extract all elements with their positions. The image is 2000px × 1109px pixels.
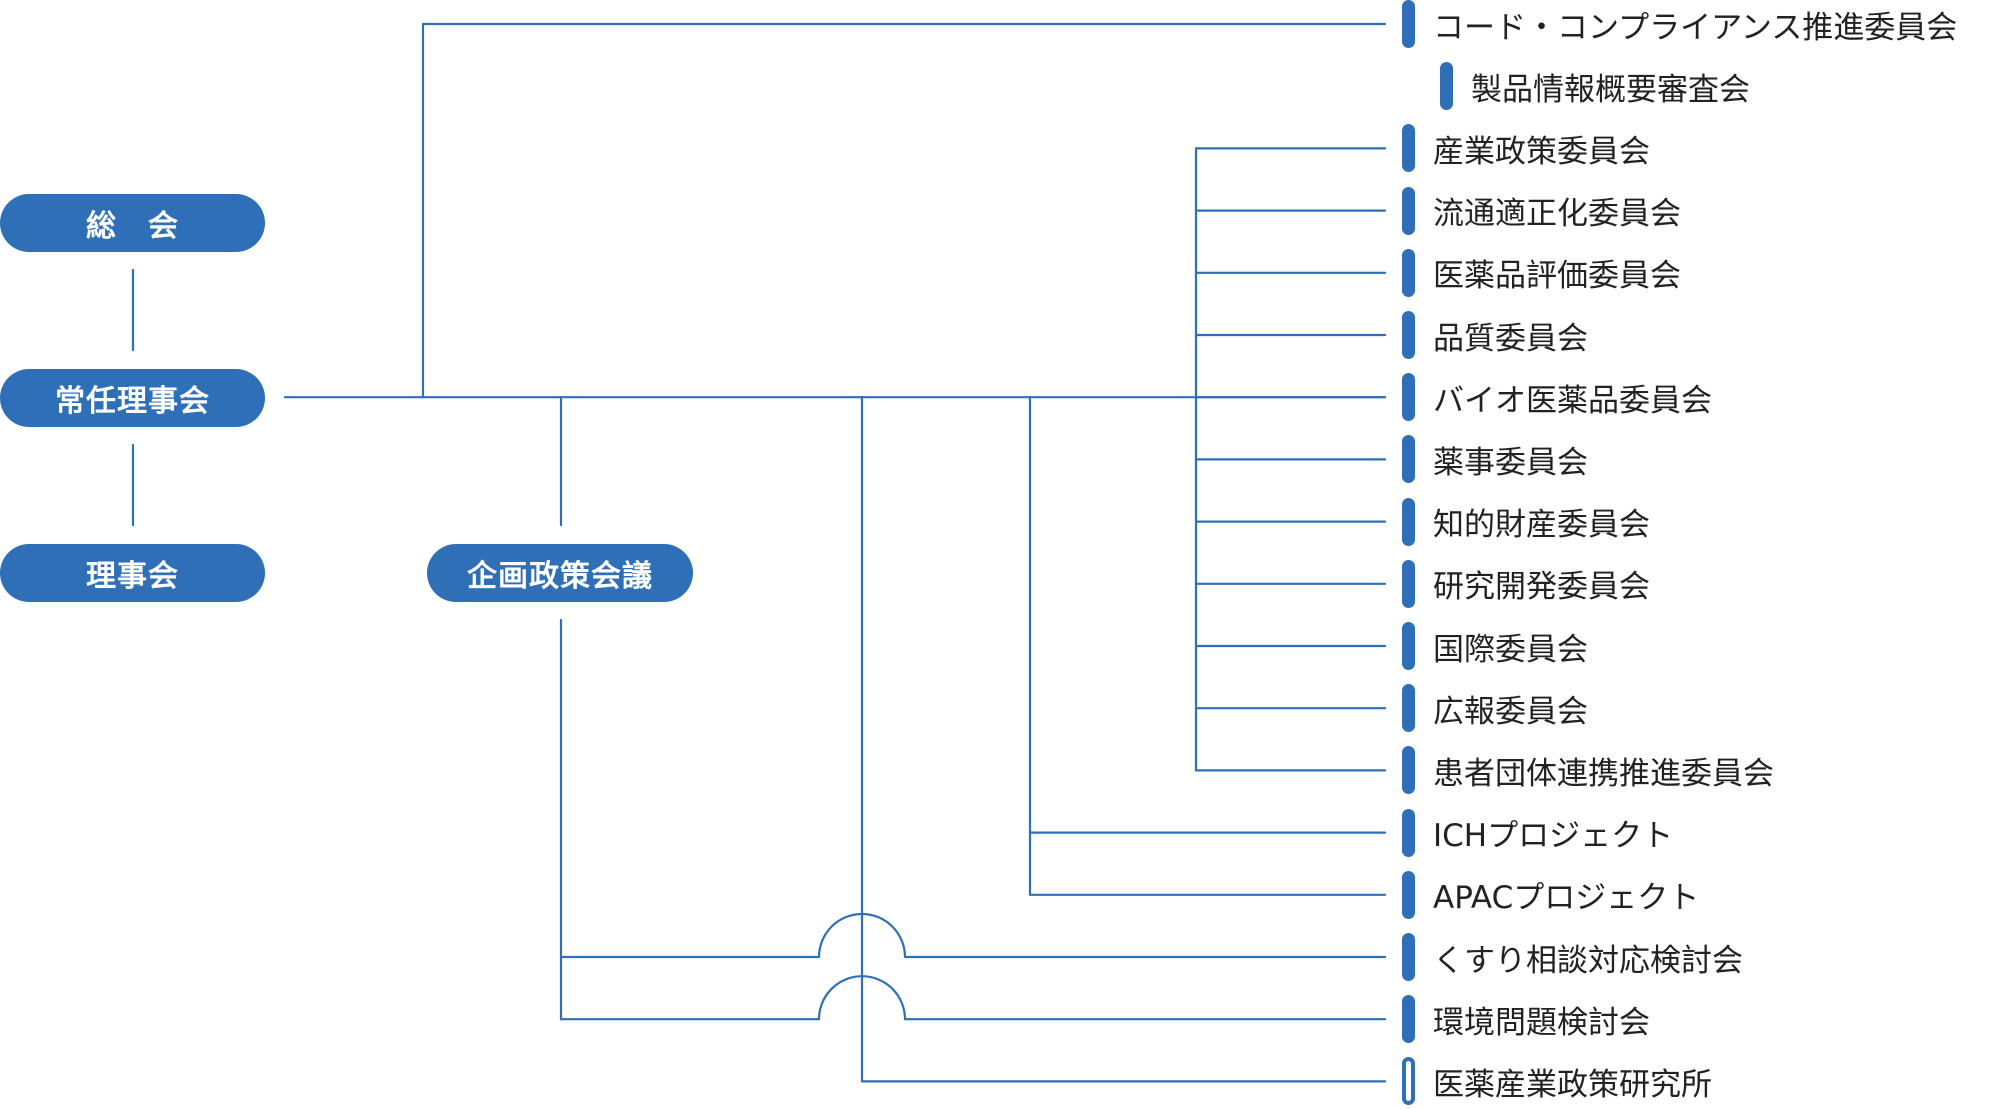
unit-label: ICHプロジェクト [1433, 818, 1674, 855]
unit-label: バイオ医薬品委員会 [1433, 382, 1712, 419]
board-node: 理事会 [0, 544, 265, 602]
unit-node: 医薬産業政策研究所 [1402, 1055, 1712, 1107]
unit-label: 品質委員会 [1433, 320, 1588, 357]
discussion-branch [559, 975, 1387, 1021]
unit-node: コード・コンプライアンス推進委員会 [1402, 0, 1957, 50]
unit-node: 環境問題検討会 [1402, 993, 1650, 1045]
unit-marker [1440, 62, 1453, 111]
unit-marker [1402, 186, 1415, 235]
unit-label: 薬事委員会 [1433, 444, 1588, 481]
unit-label: 産業政策委員会 [1433, 133, 1650, 170]
unit-node: 国際委員会 [1402, 620, 1588, 672]
unit-node: 薬事委員会 [1402, 433, 1588, 485]
unit-marker [1402, 497, 1415, 546]
unit-marker [1402, 311, 1415, 359]
unit-marker [1402, 995, 1415, 1044]
unit-label: 研究開発委員会 [1433, 569, 1650, 606]
unit-marker [1402, 1057, 1415, 1106]
unit-node: APACプロジェクト [1402, 869, 1699, 921]
unit-node: ICHプロジェクト [1402, 807, 1673, 859]
unit-marker [1402, 746, 1415, 795]
unit-node: 品質委員会 [1402, 309, 1588, 361]
unit-node: 製品情報概要審査会 [1440, 60, 1750, 112]
unit-label: 環境問題検討会 [1433, 1004, 1650, 1041]
unit-label: コード・コンプライアンス推進委員会 [1433, 9, 1958, 46]
unit-marker [1402, 622, 1415, 670]
unit-marker [1402, 684, 1415, 733]
unit-marker [1402, 808, 1415, 857]
policy-council-node: 企画政策会議 [427, 544, 693, 602]
unit-label: 広報委員会 [1433, 693, 1588, 730]
unit-label: APACプロジェクト [1433, 880, 1700, 917]
unit-node: 広報委員会 [1402, 682, 1588, 734]
discussion-branch [559, 912, 1387, 959]
branch-compliance [421, 22, 1387, 399]
unit-node: 患者団体連携推進委員会 [1402, 744, 1774, 796]
unit-node: くすり相談対応検討会 [1402, 931, 1743, 983]
unit-marker [1402, 559, 1415, 608]
unit-label: くすり相談対応検討会 [1433, 942, 1743, 979]
unit-label: 製品情報概要審査会 [1471, 71, 1750, 108]
unit-marker [1402, 435, 1415, 484]
unit-label: 患者団体連携推進委員会 [1433, 755, 1774, 792]
unit-label: 医薬産業政策研究所 [1433, 1066, 1712, 1103]
unit-marker [1402, 373, 1415, 422]
unit-label: 流通適正化委員会 [1433, 196, 1681, 233]
general-assembly-node: 総 会 [0, 194, 265, 252]
unit-marker [1402, 870, 1415, 919]
unit-label: 国際委員会 [1433, 631, 1588, 668]
unit-marker [1402, 0, 1415, 48]
standing-board-node: 常任理事会 [0, 369, 265, 427]
unit-node: 知的財産委員会 [1402, 496, 1650, 548]
unit-node: 流通適正化委員会 [1402, 185, 1681, 237]
institute-branch [860, 396, 1387, 1083]
unit-marker [1402, 124, 1415, 173]
unit-label: 医薬品評価委員会 [1433, 258, 1681, 295]
unit-node: 産業政策委員会 [1402, 122, 1650, 174]
unit-marker [1402, 248, 1415, 297]
unit-marker [1402, 933, 1415, 981]
unit-node: 研究開発委員会 [1402, 558, 1650, 610]
unit-label: 知的財産委員会 [1433, 507, 1650, 544]
unit-node: 医薬品評価委員会 [1402, 247, 1681, 299]
unit-node: バイオ医薬品委員会 [1402, 371, 1712, 423]
